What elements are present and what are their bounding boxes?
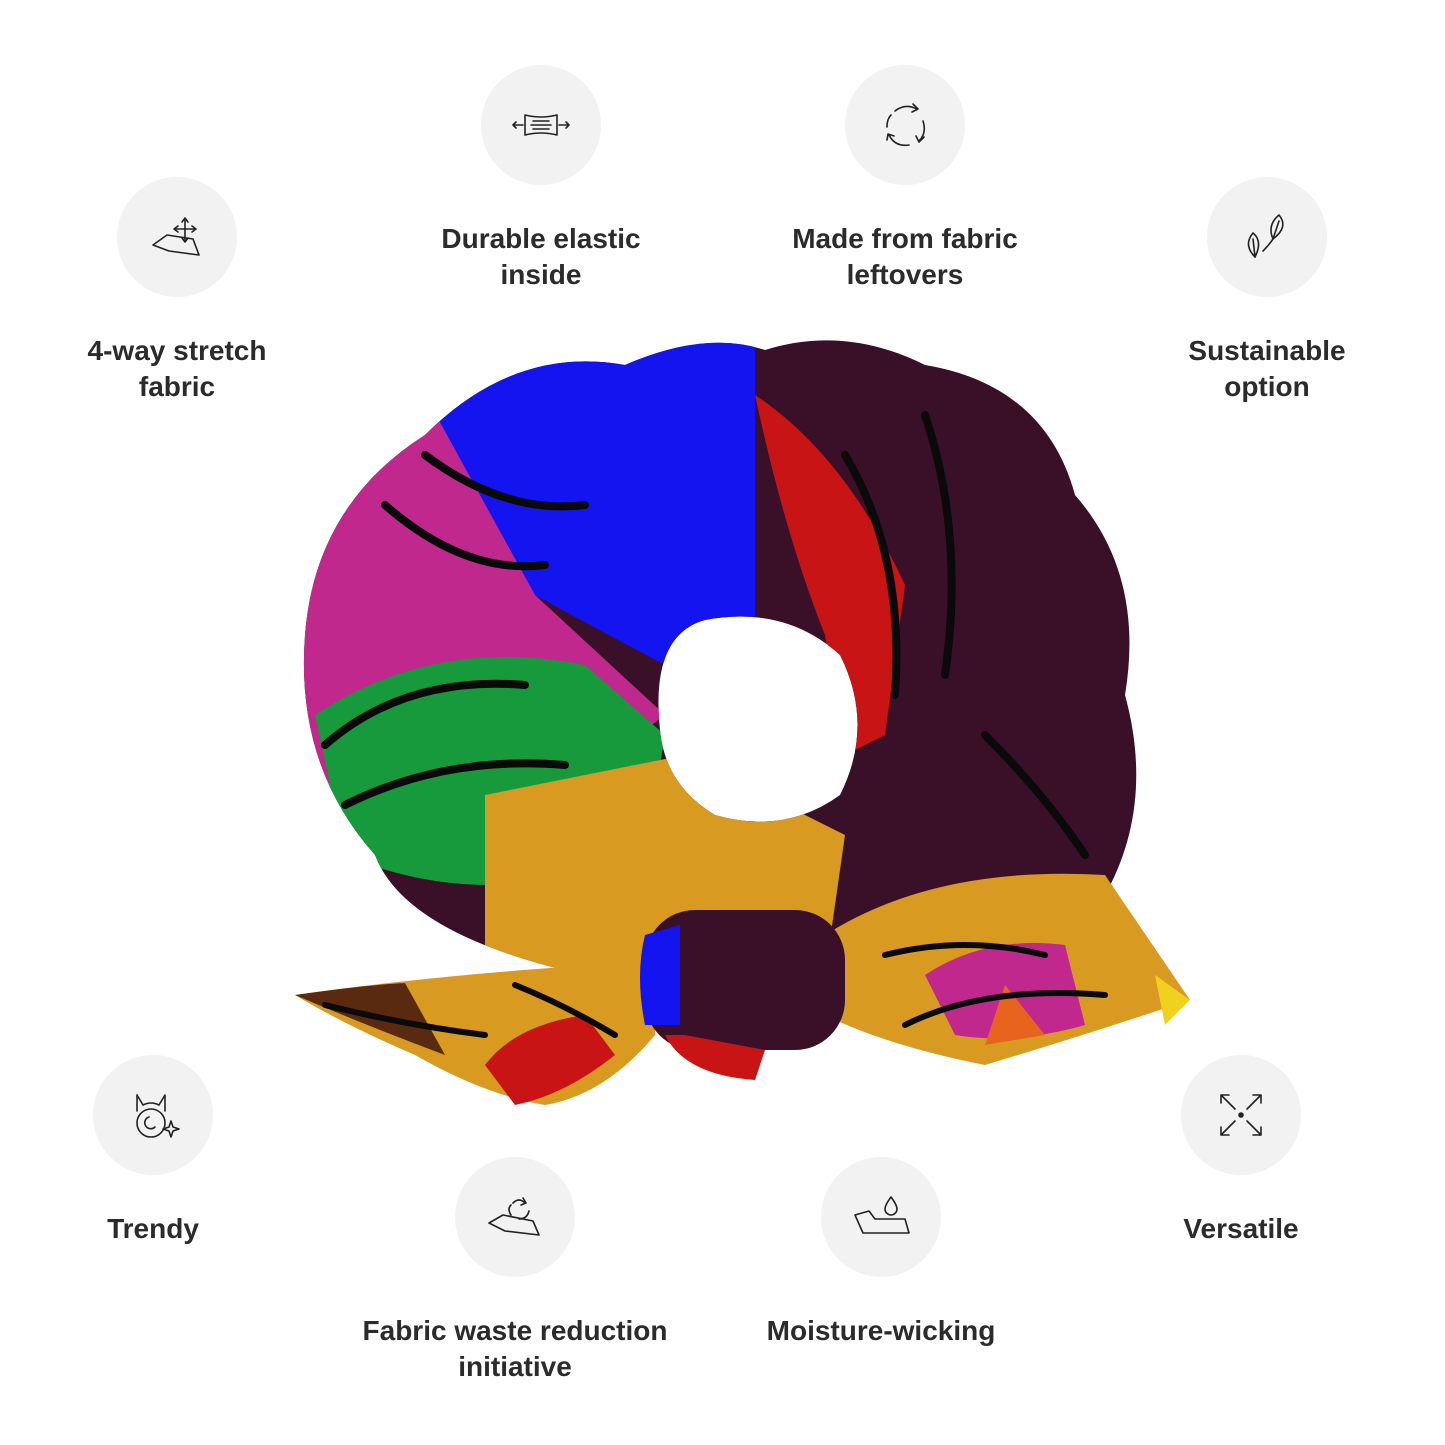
feature-label: Versatile xyxy=(1183,1213,1299,1244)
feature-waste-reduction: Fabric waste reduction initiative xyxy=(335,1157,695,1385)
feature-label: Moisture-wicking xyxy=(766,1315,996,1346)
feature-leftovers: Made from fabric leftovers xyxy=(725,65,1085,293)
feature-trendy: Trendy xyxy=(0,1055,333,1247)
stretch-fabric-icon xyxy=(117,177,237,297)
feature-label: Trendy xyxy=(107,1213,199,1244)
feature-moisture-wicking: Moisture-wicking xyxy=(701,1157,1061,1349)
feature-sustainable: Sustainable option xyxy=(1087,177,1445,405)
feature-label: 4-way stretch fabric xyxy=(87,335,267,402)
feature-versatile: Versatile xyxy=(1061,1055,1421,1247)
expand-arrows-icon xyxy=(1181,1055,1301,1175)
feature-label: Durable elastic inside xyxy=(441,223,641,290)
feature-label: Sustainable option xyxy=(1188,335,1346,402)
scrunchie-image xyxy=(295,340,1190,1105)
leaves-icon xyxy=(1207,177,1327,297)
feature-elastic: Durable elastic inside xyxy=(361,65,721,293)
fabric-recycle-icon xyxy=(455,1157,575,1277)
cat-sparkle-icon xyxy=(93,1055,213,1175)
feature-label: Made from fabric leftovers xyxy=(792,223,1018,290)
water-drop-fabric-icon xyxy=(821,1157,941,1277)
feature-label: Fabric waste reduction initiative xyxy=(362,1315,668,1382)
feature-stretch: 4-way stretch fabric xyxy=(0,177,357,405)
recycle-icon xyxy=(845,65,965,185)
elastic-icon xyxy=(481,65,601,185)
